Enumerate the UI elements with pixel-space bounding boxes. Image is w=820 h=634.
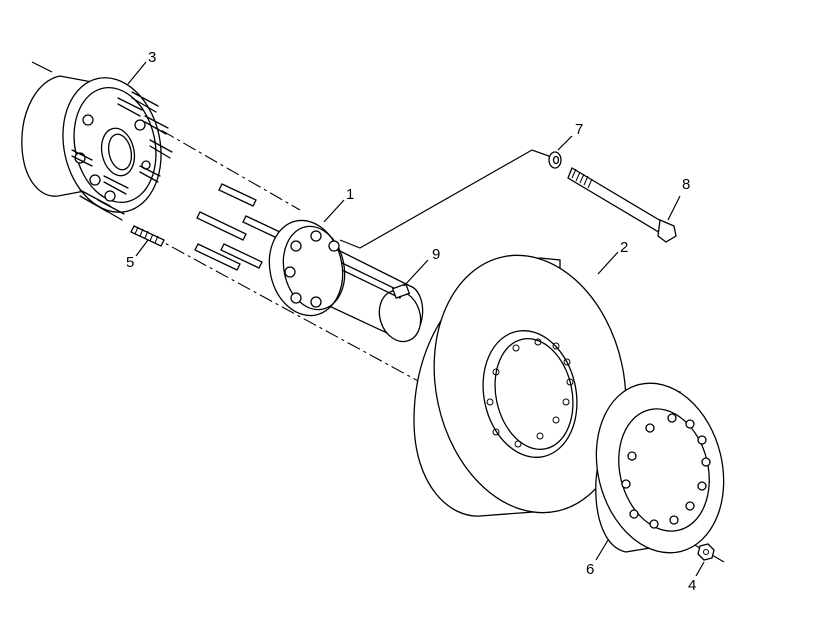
part-washer [548, 151, 562, 169]
disc-bolt-holes [486, 338, 574, 448]
callout-label-3: 3 [148, 49, 156, 66]
callout-label-2: 2 [620, 239, 628, 256]
callout-2: 2 [597, 239, 628, 275]
floating-studs [194, 183, 281, 271]
part-nut [697, 543, 715, 561]
callout-label-8: 8 [682, 176, 690, 193]
callout-7: 7 [557, 121, 583, 151]
callout-1: 1 [323, 186, 354, 223]
callout-5: 5 [126, 239, 149, 271]
part-hub-housing [21, 75, 173, 221]
callout-label-5: 5 [126, 254, 134, 271]
callout-4: 4 [688, 561, 705, 594]
callout-label-1: 1 [346, 186, 354, 203]
callout-label-7: 7 [575, 121, 583, 138]
callout-label-6: 6 [586, 561, 594, 578]
callout-label-4: 4 [688, 577, 696, 594]
part-stud [130, 225, 165, 247]
part-thin-plate [595, 382, 725, 554]
hub-studs [71, 91, 173, 221]
callout-label-9: 9 [432, 246, 440, 263]
callout-3: 3 [127, 49, 156, 85]
callout-8: 8 [667, 176, 690, 221]
plate-bolt-holes [621, 413, 711, 529]
part-flanged-shaft [268, 219, 424, 343]
part-long-bolt [567, 167, 677, 243]
callout-9: 9 [403, 246, 440, 287]
leader-line-shaft-to-washer [339, 149, 561, 249]
part-large-disc [413, 254, 627, 517]
callout-6: 6 [586, 539, 609, 578]
